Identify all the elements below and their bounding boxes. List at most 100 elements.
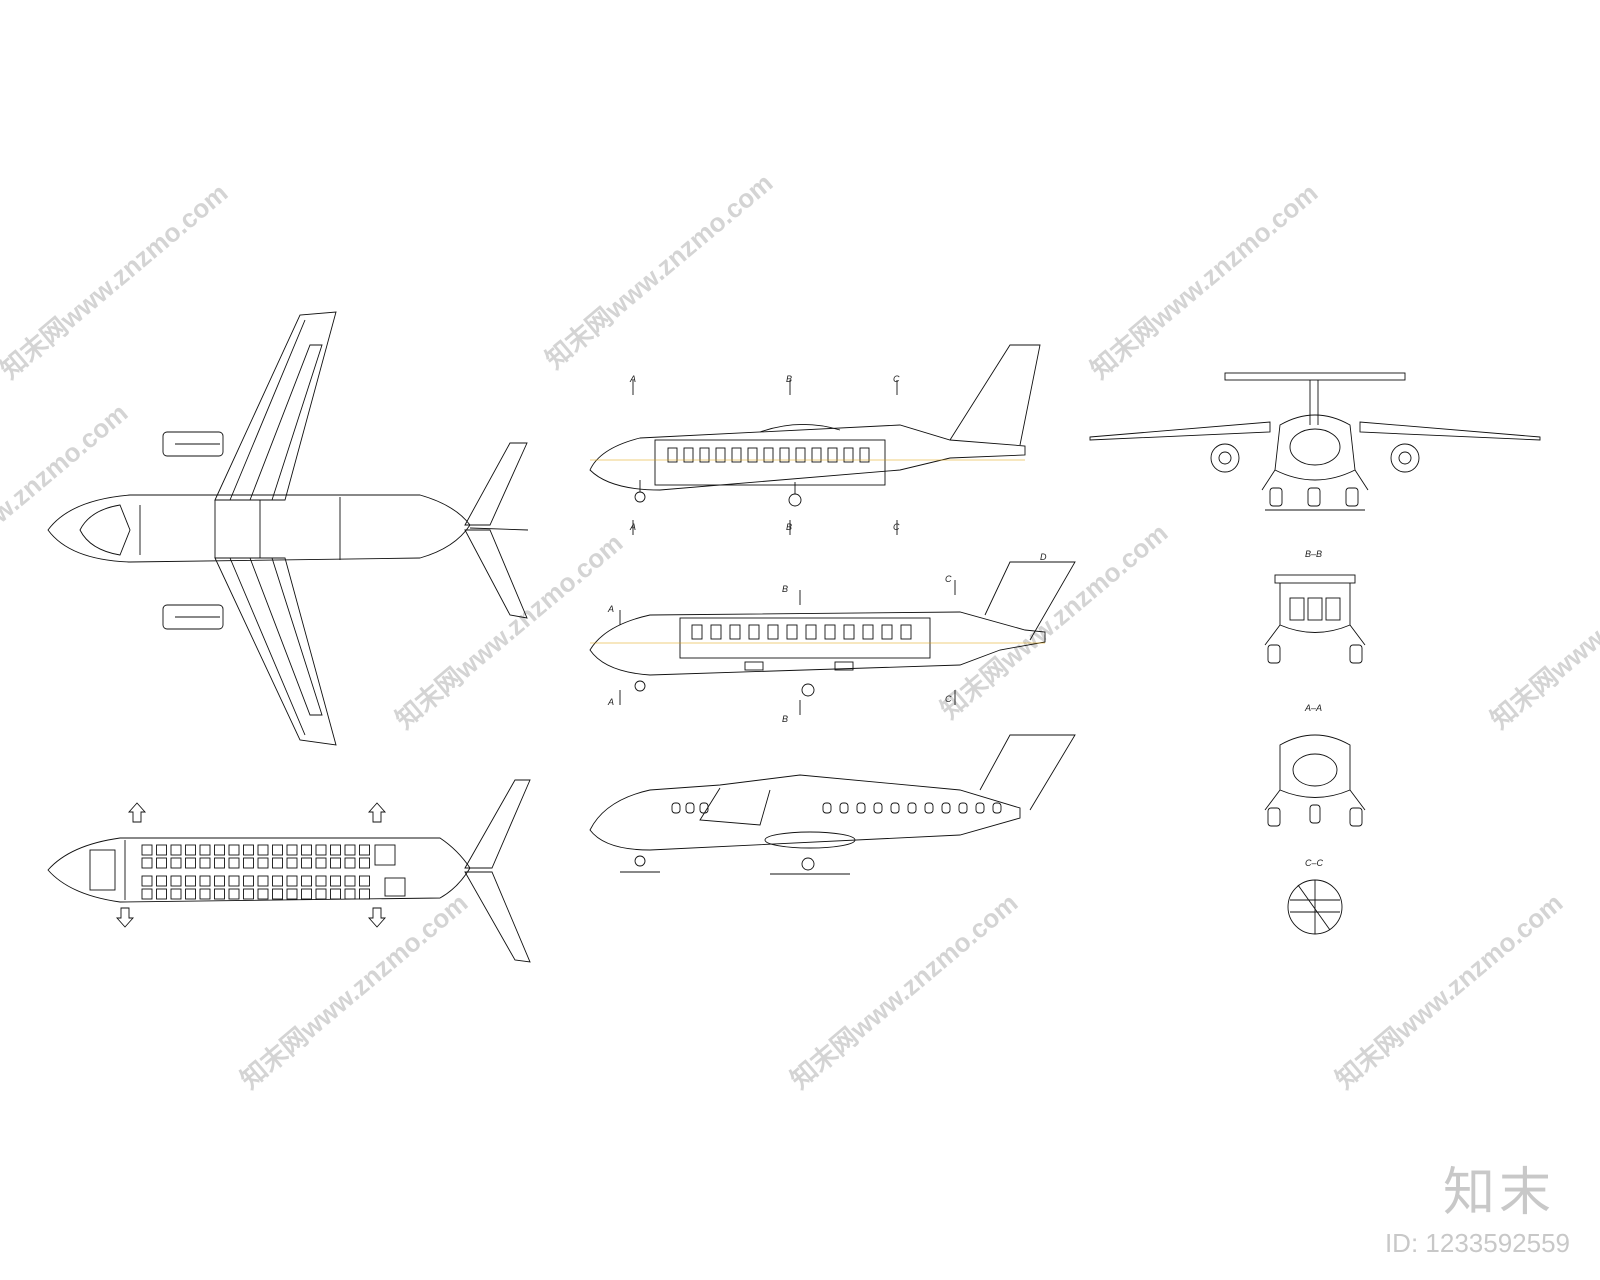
seat: [199, 875, 211, 887]
seat: [257, 844, 269, 856]
seat: [286, 857, 298, 869]
window: [958, 802, 968, 814]
seat: [301, 875, 312, 887]
seat: [881, 624, 893, 640]
seat: [900, 624, 912, 640]
seat: [185, 844, 196, 856]
seat: [141, 888, 153, 900]
seat: [243, 857, 254, 869]
seat: [141, 875, 153, 887]
side-exterior-view: [589, 734, 1076, 875]
seat: [272, 888, 283, 900]
seat: [185, 857, 196, 869]
seat: [683, 447, 694, 463]
seat: [763, 447, 774, 463]
watermark: 知末网www.znzmo.com: [0, 177, 233, 384]
seat: [272, 857, 283, 869]
section-title-cc: C–C: [1305, 858, 1324, 868]
section-bb: [1264, 574, 1366, 664]
seat: [811, 447, 822, 463]
section-label: A: [629, 374, 636, 384]
seat: [748, 624, 760, 640]
section-labels-2: A B C A B C D: [607, 552, 1047, 724]
seat: [156, 888, 167, 900]
brand-logo: 知末: [1442, 1163, 1555, 1223]
seat: [156, 875, 167, 887]
watermark: 知末网www.znzmo.com: [540, 167, 779, 374]
watermark: 知末网www.znzmo.com: [0, 397, 133, 604]
seat: [272, 875, 283, 887]
seat: [805, 624, 817, 640]
window: [975, 802, 985, 814]
seat: [243, 888, 254, 900]
seat: [344, 888, 356, 900]
seat: [715, 447, 726, 463]
seat: [359, 888, 370, 900]
seat: [301, 857, 312, 869]
section-cc: [1287, 879, 1343, 935]
seat: [286, 844, 298, 856]
seat: [315, 875, 327, 887]
seat: [199, 844, 211, 856]
seat: [767, 624, 779, 640]
seat: [729, 624, 741, 640]
image-id: ID: 1233592559: [1384, 1228, 1570, 1258]
seat: [286, 875, 298, 887]
seat: [243, 844, 254, 856]
seat: [257, 875, 269, 887]
seat: [170, 888, 182, 900]
seat: [214, 875, 225, 887]
seat: [786, 624, 798, 640]
seat: [330, 888, 341, 900]
window: [890, 802, 900, 814]
seat: [214, 888, 225, 900]
seat: [795, 447, 806, 463]
top-view: [47, 311, 529, 746]
window: [907, 802, 917, 814]
seat: [199, 857, 211, 869]
seat: [344, 875, 356, 887]
section-label: C: [945, 694, 952, 704]
seat: [862, 624, 874, 640]
seat: [710, 624, 722, 640]
window: [856, 802, 866, 814]
seat: [315, 888, 327, 900]
seat: [185, 888, 196, 900]
watermarks: 知末网www.znzmo.com 知末网www.znzmo.com 知末网www…: [0, 167, 1600, 1094]
seat: [228, 875, 240, 887]
watermark: 知末网www.znzmo.com: [1485, 527, 1600, 734]
section-title-aa: A–A: [1304, 703, 1322, 713]
cabin-plan-view: [47, 779, 531, 963]
watermark: 知末网www.znzmo.com: [235, 887, 474, 1094]
seat: [301, 844, 312, 856]
watermark: 知末网www.znzmo.com: [935, 517, 1174, 724]
seat: [691, 624, 703, 640]
window: [873, 802, 883, 814]
seat: [199, 888, 211, 900]
seat: [667, 447, 678, 463]
seat: [359, 844, 370, 856]
seat: [156, 857, 167, 869]
seat: [156, 844, 167, 856]
window: [699, 802, 709, 814]
section-label: A: [607, 697, 614, 707]
seat: [315, 844, 327, 856]
section-titles: B–B A–A C–C: [1304, 549, 1324, 868]
seat: [170, 875, 182, 887]
window: [924, 802, 934, 814]
seat-column-row: [691, 624, 912, 640]
watermark: 知末网www.znzmo.com: [1085, 177, 1324, 384]
window: [839, 802, 849, 814]
watermark: 知末网www.znzmo.com: [785, 887, 1024, 1094]
seat: [301, 888, 312, 900]
section-label: C: [893, 522, 900, 532]
seat: [243, 875, 254, 887]
window: [671, 802, 681, 814]
window: [992, 802, 1002, 814]
seat: [843, 447, 854, 463]
section-label: A: [607, 604, 614, 614]
window: [822, 802, 832, 814]
seat: [859, 447, 870, 463]
seat: [359, 857, 370, 869]
